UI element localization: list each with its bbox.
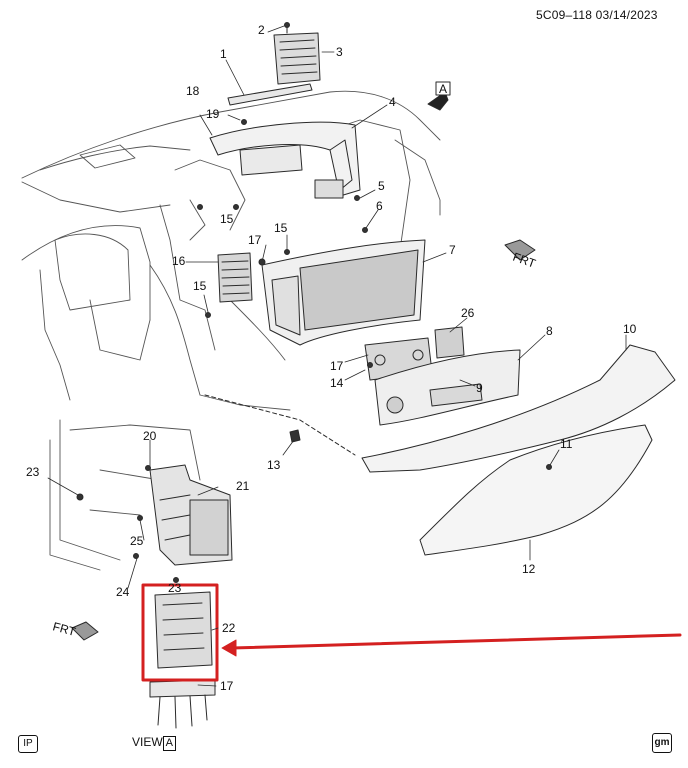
callout-22: 22: [222, 621, 236, 635]
callout-26: 26: [461, 306, 475, 320]
callout-20: 20: [143, 429, 157, 443]
part-26-switch: [434, 326, 465, 359]
callout-13: 13: [267, 458, 281, 472]
callout-21: 21: [236, 479, 250, 493]
highlight-box: [141, 583, 219, 682]
callout-5: 5: [378, 179, 385, 193]
callout-18: 18: [186, 84, 200, 98]
part-3-air-vent: [273, 32, 321, 85]
gm-logo: gm: [652, 733, 672, 753]
callout-7: 7: [449, 243, 456, 257]
callout-15c: 15: [193, 279, 207, 293]
part-17-harness-connectors: [149, 679, 216, 729]
reference-line: [204, 394, 356, 456]
callout-15a: 15: [220, 212, 234, 226]
part-1-trim-strip: [227, 83, 313, 106]
callout-14: 14: [330, 376, 344, 390]
callout-23a: 23: [26, 465, 40, 479]
callout-4: 4: [389, 95, 396, 109]
part-22-control-module: [154, 591, 213, 669]
callout-19: 19: [206, 107, 220, 121]
callout-10: 10: [623, 322, 637, 336]
part-12-console-panel: [419, 424, 653, 556]
part-7-display-bezel: [261, 239, 426, 346]
callout-3: 3: [336, 45, 343, 59]
part-10-console-trim: [361, 344, 676, 473]
callout-23b: 23: [168, 581, 182, 595]
leader-lines: [47, 25, 627, 687]
view-word: VIEW: [132, 735, 163, 749]
callout-25: 25: [130, 534, 144, 548]
part-21-module: [149, 464, 233, 566]
callout-11: 11: [560, 437, 573, 451]
callout-17b: 17: [330, 359, 344, 373]
callout-12: 12: [522, 562, 536, 576]
part-2-screw: [284, 22, 290, 34]
callout-9: 9: [476, 381, 483, 395]
part-13-clip: [289, 429, 301, 443]
view-arrow-letter: A: [439, 82, 447, 96]
front-label-bottom: FRT: [51, 619, 78, 639]
diagram-code: 5C09–118 03/14/2023: [536, 8, 658, 22]
front-arrow-icon: [71, 239, 536, 641]
callout-1: 1: [220, 47, 227, 61]
callout-2: 2: [258, 23, 265, 37]
callout-15b: 15: [274, 221, 288, 235]
down-arrow-icon: [427, 81, 451, 111]
callout-6: 6: [376, 199, 383, 213]
fasteners: [76, 119, 552, 583]
part-18-bracket: [239, 144, 303, 176]
highlight-arrowhead: [221, 639, 237, 657]
callout-24: 24: [116, 585, 130, 599]
dashboard-outline: [21, 90, 441, 571]
part-8-lower-trim: [374, 349, 521, 426]
ip-badge: IP: [18, 735, 38, 753]
callout-16: 16: [172, 254, 186, 268]
callout-17a: 17: [248, 233, 262, 247]
callout-17c: 17: [220, 679, 234, 693]
callout-8: 8: [546, 324, 553, 338]
part-16-side-vent: [217, 252, 253, 303]
part-4-upper-trim-panel: [209, 121, 361, 199]
front-label-top: FRT: [511, 250, 538, 271]
view-letter: A: [162, 736, 177, 751]
highlight-arrow-line: [230, 633, 682, 650]
